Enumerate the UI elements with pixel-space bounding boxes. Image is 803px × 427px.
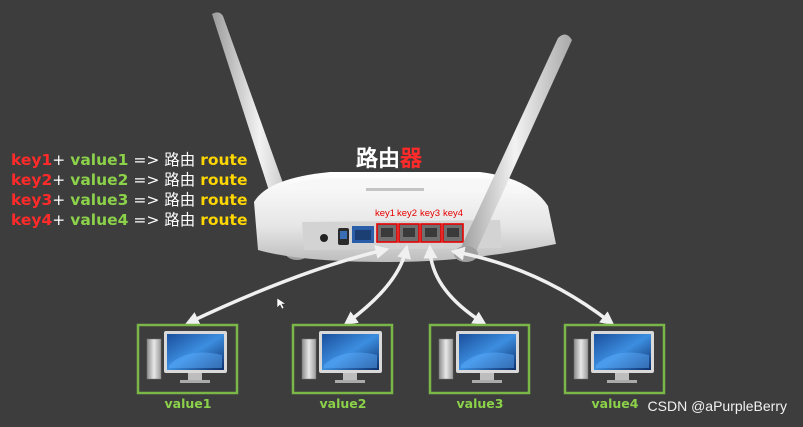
computer-icon: [563, 323, 666, 395]
port-label-key4: key4: [443, 208, 464, 219]
legend-value: value3: [70, 191, 129, 209]
legend-route: route: [200, 151, 248, 169]
legend-value: value2: [70, 171, 129, 189]
legend-arrow: => 路由: [128, 211, 201, 229]
computer-label-value1: value1: [164, 396, 212, 411]
computer-label-value3: value3: [456, 396, 504, 411]
legend-plus: +: [52, 171, 71, 189]
connection-arrows: [184, 244, 615, 326]
legend-row: key2+ value2 => 路由 route: [11, 170, 247, 190]
legend-row: key1+ value1 => 路由 route: [11, 150, 247, 170]
legend-row: key4+ value4 => 路由 route: [11, 210, 247, 230]
port-label-key3: key3: [420, 208, 441, 219]
computer-icon: [136, 323, 239, 395]
arrow-icon: [450, 246, 615, 326]
router-title: 路由器: [356, 141, 422, 173]
legend-route: route: [200, 171, 248, 189]
legend-value: value4: [70, 211, 129, 229]
computer-icon: [291, 323, 394, 395]
legend-plus: +: [52, 191, 71, 209]
router-icon: [212, 12, 572, 262]
computers: [136, 323, 666, 395]
legend-route: route: [200, 191, 248, 209]
legend-route: route: [200, 211, 248, 229]
lan-ports: [376, 223, 464, 243]
legend-row: key3+ value3 => 路由 route: [11, 190, 247, 210]
computer-label-value2: value2: [319, 396, 367, 411]
computer-icon: [428, 323, 531, 395]
legend-arrow: => 路由: [128, 171, 201, 189]
legend-plus: +: [52, 151, 71, 169]
legend-arrow: => 路由: [128, 151, 201, 169]
legend-arrow: => 路由: [128, 191, 201, 209]
watermark: CSDN @aPurpleBerry: [647, 398, 787, 414]
arrow-icon: [343, 244, 411, 326]
port-label-key1: key1: [375, 208, 396, 219]
legend-key: key4: [11, 211, 53, 229]
router-title-accent: 器: [400, 147, 423, 172]
port-label-key2: key2: [397, 208, 418, 219]
router-title-main: 路由: [356, 147, 401, 172]
legend-key: key1: [11, 151, 53, 169]
cursor-icon: [276, 297, 287, 310]
legend-value: value1: [70, 151, 129, 169]
computer-label-value4: value4: [591, 396, 639, 411]
mapping-legend: key1+ value1 => 路由 route key2+ value2 =>…: [11, 150, 247, 230]
legend-key: key2: [11, 171, 53, 189]
legend-plus: +: [52, 211, 71, 229]
arrow-icon: [423, 244, 487, 326]
legend-key: key3: [11, 191, 53, 209]
